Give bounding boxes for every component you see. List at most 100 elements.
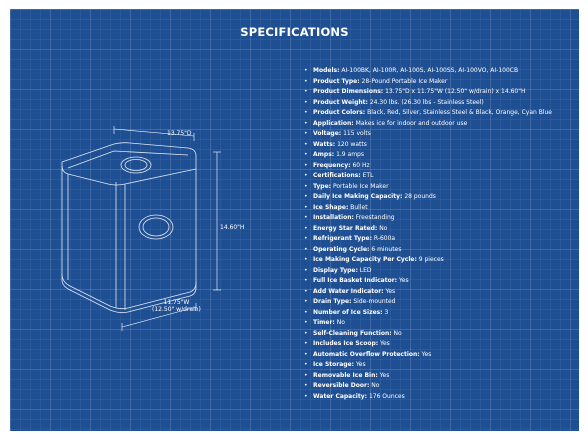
bullet-icon: • [304, 203, 308, 211]
spec-value: 28 pounds [402, 193, 436, 200]
spec-label: Energy Star Rated: [313, 224, 378, 232]
spec-value: Side-mounted [351, 298, 396, 305]
spec-item: • Self-Cleaning Function: No [304, 329, 552, 340]
spec-value: No [334, 319, 345, 326]
spec-label: Installation: [313, 214, 354, 221]
spec-item: •Ice Storage: Yes [304, 360, 552, 371]
depth-dimension-label: 13.75"D [167, 130, 192, 137]
spec-item: •Operating Cycle: 6 minutes [304, 245, 552, 256]
spec-item: • Full Ice Basket Indicator: Yes [304, 276, 552, 287]
bullet-icon: • [304, 340, 308, 347]
spec-item: •Includes Ice Scoop: Yes [304, 339, 552, 350]
spec-label: Certifications: [313, 172, 361, 179]
spec-value: 176 Ounces [367, 392, 405, 400]
width-dimension-line1: 11.75"W [163, 299, 190, 306]
bullet-icon: • [304, 329, 308, 337]
bullet-icon: • [304, 308, 308, 316]
bullet-icon: • [304, 182, 308, 190]
spec-item: •Amps: 1.9 amps [304, 150, 552, 161]
spec-label: Self-Cleaning Function: [313, 329, 392, 337]
spec-item: •Removable Ice Bin: Yes [304, 371, 552, 382]
bullet-icon: • [304, 88, 308, 95]
spec-label: Frequency: [313, 161, 351, 169]
spec-item: •Application: Makes ice for indoor and o… [304, 119, 552, 130]
spec-label: Drain Type: [313, 298, 352, 305]
bullet-icon: • [304, 77, 308, 85]
spec-value: Yes [354, 361, 366, 368]
bullet-icon: • [304, 371, 308, 379]
spec-label: Voltage: [313, 130, 342, 137]
spec-item: •Water Capacity: 176 Ounces [304, 392, 552, 403]
spec-item: • Daily Ice Making Capacity: 28 pounds [304, 192, 552, 203]
spec-item: •Reversible Door: No [304, 381, 552, 392]
spec-value: Black, Red, Silver, Stainless Steel & Bl… [365, 109, 553, 116]
spec-label: Operating Cycle: [313, 245, 370, 253]
bullet-icon: • [304, 266, 308, 274]
spec-label: Add Water Indicator: [313, 287, 384, 295]
page-title: SPECIFICATIONS [240, 25, 349, 39]
spec-label: Daily Ice Making Capacity: [313, 193, 403, 200]
spec-label: Automatic Overflow Protection: [313, 350, 420, 358]
spec-item: •Display Type: LED [304, 266, 552, 277]
bullet-icon: • [304, 161, 308, 169]
bullet-icon: • [304, 287, 308, 295]
spec-value: Bullet [348, 203, 368, 211]
spec-value: Portable Ice Maker [331, 182, 389, 190]
height-dimension-label: 14.60"H [220, 224, 245, 231]
width-dimension-line2: (12.50" w/drain) [152, 306, 201, 313]
spec-label: Number of Ice Sizes: [313, 308, 383, 316]
bullet-icon: • [304, 382, 308, 389]
spec-label: Timer: [313, 319, 335, 326]
spec-label: Refrigerant Type: [313, 235, 372, 242]
spec-label: Models: [313, 67, 340, 74]
spec-item: • Type: Portable Ice Maker [304, 182, 552, 193]
bullet-icon: • [304, 151, 308, 158]
spec-item: • Drain Type: Side-mounted [304, 297, 552, 308]
spec-value: No [369, 382, 380, 389]
spec-label: Watts: [313, 140, 336, 148]
spec-value: Freestanding [353, 214, 395, 221]
spec-item: •Voltage: 115 volts [304, 129, 552, 140]
spec-item: •Product Colors: Black, Red, Silver, Sta… [304, 108, 552, 119]
spec-value: 120 watts [335, 140, 367, 148]
spec-label: Product Weight: [313, 98, 368, 106]
bullet-icon: • [304, 277, 308, 284]
spec-value: No [391, 329, 402, 337]
spec-item: • Number of Ice Sizes: 3 [304, 308, 552, 319]
spec-item: • Watts: 120 watts [304, 140, 552, 151]
spec-value: AI-100BK, AI-100R, AI-100S, AI-100SS, AI… [339, 67, 519, 74]
bullet-icon: • [304, 67, 308, 74]
spec-label: Ice Shape: [313, 203, 349, 211]
spec-list: • Models: AI-100BK, AI-100R, AI-100S, AI-… [304, 66, 552, 402]
width-dimension-label: 11.75"W (12.50" w/drain) [152, 299, 201, 313]
spec-item: •Product Weight: 24.30 lbs. (26.30 lbs -… [304, 98, 552, 109]
spec-item: •Automatic Overflow Protection: Yes [304, 350, 552, 361]
spec-item: •Product Type: 28-Pound Portable Ice Mak… [304, 77, 552, 88]
spec-label: Water Capacity: [313, 392, 368, 400]
bullet-icon: • [304, 235, 308, 242]
bullet-icon: • [304, 361, 308, 368]
spec-label: Full Ice Basket Indicator: [313, 277, 398, 284]
spec-value: 6 minutes [369, 245, 402, 253]
bullet-icon: • [304, 193, 308, 200]
spec-item: • Add Water Indicator: Yes [304, 287, 552, 298]
bullet-icon: • [304, 140, 308, 148]
bullet-icon: • [304, 98, 308, 106]
spec-value: 28-Pound Portable Ice Maker [359, 77, 448, 85]
spec-item: •Frequency: 60 Hz [304, 161, 552, 172]
spec-label: Application: [313, 119, 354, 127]
bullet-icon: • [304, 298, 308, 305]
spec-label: Type: [313, 182, 332, 190]
spec-item: • Ice Shape: Bullet [304, 203, 552, 214]
spec-value: No [377, 224, 388, 232]
spec-value: Yes [397, 277, 409, 284]
spec-value: 3 [382, 308, 389, 316]
bullet-icon: • [304, 224, 308, 232]
spec-value: Yes [383, 287, 396, 295]
spec-label: Removable Ice Bin: [313, 371, 378, 379]
spec-item: • Energy Star Rated: No [304, 224, 552, 235]
spec-item: •Installation: Freestanding [304, 213, 552, 224]
spec-value: Yes [378, 340, 390, 347]
spec-label: Product Colors: [313, 109, 366, 116]
ice-maker-drawing [61, 126, 221, 331]
